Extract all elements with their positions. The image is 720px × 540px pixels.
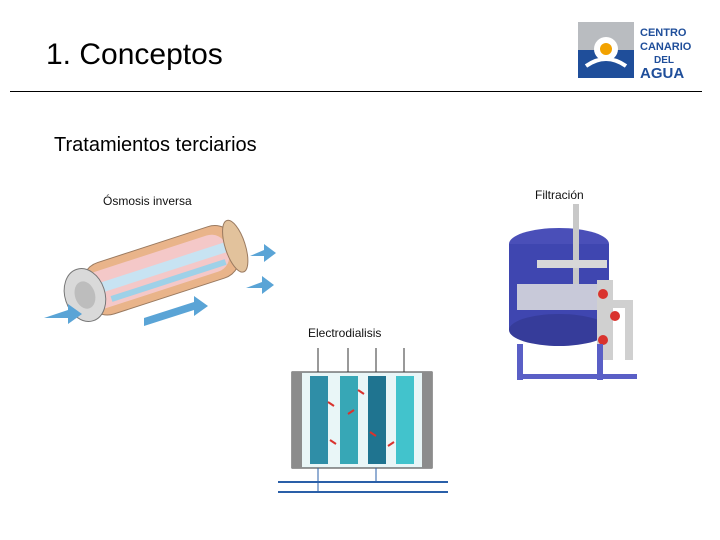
- electrodialysis-schematic: [278, 348, 448, 493]
- logo-line-2: CANARIO: [640, 41, 692, 53]
- reverse-osmosis-illustration: [44, 219, 276, 326]
- filtration-label: Filtración: [535, 188, 584, 202]
- filtration-tank-illustration: [509, 204, 637, 380]
- logo-line-1: CENTRO: [640, 27, 687, 39]
- centro-canario-del-agua-logo: CENTRO CANARIO DEL AGUA: [578, 22, 692, 80]
- osmosis-label: Ósmosis inversa: [103, 194, 192, 208]
- logo-line-3: DEL: [654, 55, 674, 66]
- slide-title: 1. Conceptos: [46, 38, 223, 71]
- title-divider: [10, 91, 702, 92]
- section-subtitle: Tratamientos terciarios: [54, 134, 257, 156]
- logo-line-4: AGUA: [640, 65, 684, 80]
- electrodialysis-label: Electrodialisis: [308, 326, 382, 340]
